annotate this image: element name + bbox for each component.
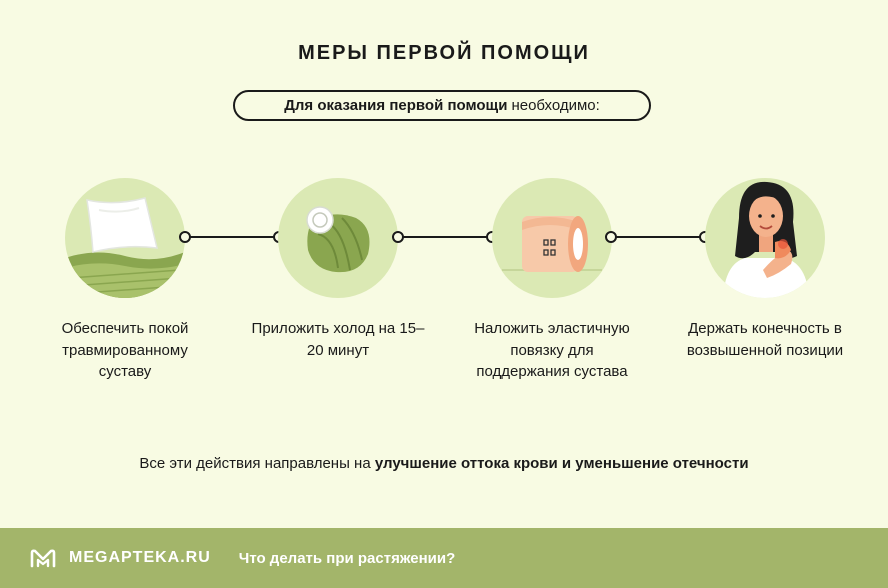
step-3-label: Наложить эластичную повязку для поддержа… xyxy=(474,320,630,380)
step-2-label: Приложить холод на 15–20 минут xyxy=(251,320,425,359)
woman-holding-wrist-icon xyxy=(723,181,809,298)
intro-bold-text: Для оказания первой помощи xyxy=(284,97,508,114)
connector-1 xyxy=(179,231,285,243)
steps-diagram: Обеспечить покой травмированному суставу… xyxy=(61,178,844,380)
pillow-icon xyxy=(65,197,185,298)
ice-pack-icon xyxy=(306,206,370,273)
summary-bold: улучшение оттока крови и уменьшение отеч… xyxy=(374,455,749,472)
page-title: МЕРЫ ПЕРВОЙ ПОМОЩИ xyxy=(298,42,590,64)
intro-rest-text: необходимо: xyxy=(511,97,600,114)
step-4-circle xyxy=(705,178,825,298)
connector-3 xyxy=(605,231,711,243)
footer-subtitle: Что делать при растяжении? xyxy=(238,549,456,567)
elastic-bandage-icon xyxy=(502,216,602,272)
connector-2 xyxy=(392,231,498,243)
step-1-circle xyxy=(65,178,185,298)
footer-bar: MEGAPTEKA.RU Что делать при растяжении? xyxy=(0,528,888,588)
intro-pill: Для оказания первой помощи необходимо: xyxy=(233,90,651,121)
megapteka-logo-icon[interactable] xyxy=(30,548,56,568)
step-1-label: Обеспечить покой травмированному суставу xyxy=(61,320,189,380)
step-4-label: Держать конечность в возвышенной позиции xyxy=(686,320,844,359)
step-3-circle xyxy=(492,178,612,298)
brand-name[interactable]: MEGAPTEKA.RU xyxy=(69,549,211,566)
step-2-circle xyxy=(278,178,398,298)
summary-plain: Все эти действия направлены на xyxy=(139,455,371,472)
summary-text: Все эти действия направлены на улучшение… xyxy=(0,455,888,472)
